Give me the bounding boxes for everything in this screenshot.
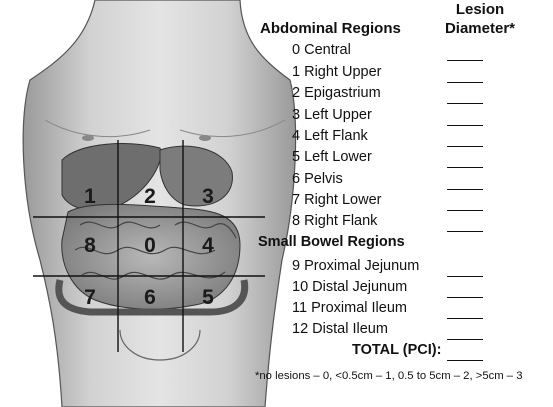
abdominal-regions-heading: Abdominal Regions [260, 20, 401, 37]
torso-illustration: 1 2 3 8 0 4 7 6 5 [22, 0, 297, 407]
region-number: 4 [202, 234, 214, 257]
torso-outline [22, 0, 297, 407]
lesion-heading: Lesion [455, 1, 505, 18]
small-bowel-heading: Small Bowel Regions [258, 234, 405, 250]
lesion-blank[interactable] [447, 129, 483, 147]
region-row-1: 1 Right Upper [292, 64, 382, 80]
region-row-8: 8 Right Flank [292, 213, 378, 229]
total-pci-blank[interactable] [447, 343, 483, 361]
lesion-blank[interactable] [447, 193, 483, 211]
region-row-7: 7 Right Lower [292, 192, 382, 208]
region-number: 7 [84, 286, 96, 309]
region-row-12: 12 Distal Ileum [292, 321, 388, 337]
colon [55, 279, 249, 316]
region-number: 1 [84, 185, 96, 208]
lesion-blank[interactable] [447, 150, 483, 168]
lesion-blank[interactable] [447, 301, 483, 319]
region-row-11: 11 Proximal Ileum [292, 300, 407, 316]
region-row-3: 3 Left Upper [292, 107, 372, 123]
region-row-0: 0 Central [292, 42, 351, 58]
diameter-heading: Diameter* [444, 20, 516, 37]
left-nipple [199, 135, 211, 141]
footnote: *no lesions – 0, <0.5cm – 1, 0.5 to 5cm … [255, 370, 523, 382]
region-numbers: 1 2 3 8 0 4 7 6 5 [84, 185, 214, 309]
region-number: 5 [202, 286, 214, 309]
region-row-10: 10 Distal Jejunum [292, 279, 408, 295]
region-grid [33, 140, 265, 352]
region-row-6: 6 Pelvis [292, 171, 343, 187]
small-intestine [61, 203, 241, 310]
region-number: 0 [144, 234, 156, 257]
lesion-blank[interactable] [447, 108, 483, 126]
bladder-outline [119, 329, 201, 361]
region-row-9: 9 Proximal Jejunum [292, 258, 420, 274]
region-number: 3 [202, 185, 214, 208]
lesion-blank[interactable] [447, 280, 483, 298]
lesion-blank[interactable] [447, 172, 483, 190]
region-number: 8 [84, 234, 96, 257]
stomach [159, 145, 233, 207]
pci-form: Abdominal Regions Lesion Diameter* 0 Cen… [255, 0, 553, 407]
right-nipple [82, 135, 94, 141]
lesion-blank[interactable] [447, 214, 483, 232]
lesion-blank[interactable] [447, 259, 483, 277]
region-row-2: 2 Epigastrium [292, 85, 381, 101]
lesion-blank[interactable] [447, 322, 483, 340]
total-pci-label: TOTAL (PCI): [352, 342, 442, 358]
region-row-4: 4 Left Flank [292, 128, 368, 144]
lesion-blank[interactable] [447, 43, 483, 61]
region-number: 2 [144, 185, 156, 208]
region-row-5: 5 Left Lower [292, 149, 372, 165]
lesion-blank[interactable] [447, 65, 483, 83]
region-number: 6 [144, 286, 156, 309]
abdomen-figure: 1 2 3 8 0 4 7 6 5 [22, 0, 297, 407]
lesion-blank[interactable] [447, 86, 483, 104]
